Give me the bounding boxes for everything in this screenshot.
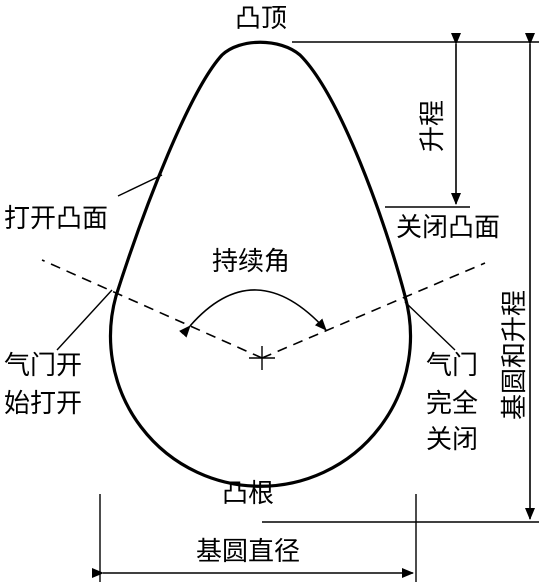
valve-opens-leader <box>56 289 113 351</box>
base-circle-diameter-label: 基圆直径 <box>196 537 300 567</box>
cam-top-label: 凸顶 <box>235 4 287 34</box>
closing-flank-label: 关闭凸面 <box>396 213 500 243</box>
opening-timing-line <box>41 259 263 359</box>
duration-label: 持续角 <box>212 247 290 277</box>
cam-base-label: 凸根 <box>222 479 274 509</box>
valve-opens-label-line1: 气门开 <box>4 351 82 381</box>
base-circle-plus-lift-label: 基圆和升程 <box>500 290 530 420</box>
closing-timing-line <box>261 262 486 359</box>
valve-closes-label-line3: 关闭 <box>426 425 478 455</box>
valve-closes-leader <box>404 301 456 351</box>
opening-flank-label: 打开凸面 <box>4 204 108 234</box>
lift-label: 升程 <box>418 100 448 152</box>
opening-flank-leader <box>117 174 163 197</box>
duration-angle-arc <box>178 289 327 338</box>
valve-closes-label-line2: 完全 <box>426 389 478 419</box>
valve-opens-label-line2: 始打开 <box>4 389 82 419</box>
valve-closes-label-line1: 气门 <box>426 351 478 381</box>
cam-profile-outline <box>108 40 413 488</box>
